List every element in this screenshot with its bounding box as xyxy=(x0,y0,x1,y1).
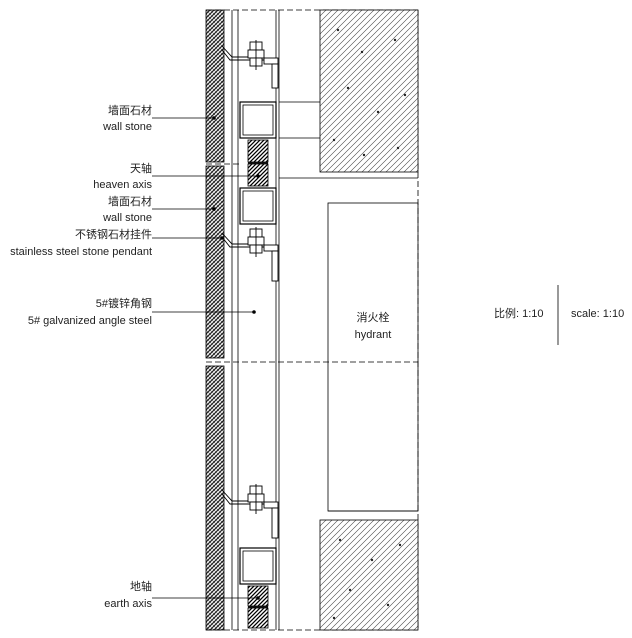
pendant-assembly-3 xyxy=(221,484,279,539)
label-angle-steel-en-wrap: 5# galvanized angle steel xyxy=(2,314,152,328)
concrete-wall-bottom xyxy=(319,519,419,631)
square-steel-tubes xyxy=(239,101,277,585)
label-earth-axis-cn-wrap: 地轴 xyxy=(40,580,152,594)
label-pendant-cn: 不锈钢石材挂件 xyxy=(75,229,152,241)
scale-cn: 比例: 1:10 xyxy=(494,308,544,320)
label-wall-stone-2-en-wrap: wall stone xyxy=(40,211,152,225)
label-wall-stone-2-cn-wrap: 墙面石材 xyxy=(40,195,152,209)
label-hydrant-cn: 消火栓 xyxy=(356,312,390,324)
wall-stone-panels xyxy=(205,9,225,631)
label-heaven-axis-cn: 天轴 xyxy=(130,163,152,175)
label-angle-steel-cn: 5#镀锌角钢 xyxy=(95,298,152,310)
pendant-assembly-2 xyxy=(221,227,279,282)
leader-dots xyxy=(212,116,260,600)
label-hydrant-en: hydrant xyxy=(354,329,392,341)
label-hydrant-cn-wrap: 消火栓 xyxy=(328,311,418,325)
label-heaven-axis-en: heaven axis xyxy=(93,179,152,191)
label-angle-steel-cn-wrap: 5#镀锌角钢 xyxy=(2,297,152,311)
label-heaven-axis-en-wrap: heaven axis xyxy=(40,178,152,192)
label-pendant-cn-wrap: 不锈钢石材挂件 xyxy=(2,228,152,242)
scale-en: scale: 1:10 xyxy=(571,308,625,320)
hydrant-box xyxy=(279,101,419,512)
label-heaven-axis-cn-wrap: 天轴 xyxy=(40,162,152,176)
label-earth-axis-cn: 地轴 xyxy=(130,581,152,593)
label-wall-stone-1-en-wrap: wall stone xyxy=(40,120,152,134)
label-earth-axis-en: earth axis xyxy=(104,598,152,610)
label-angle-steel-en: 5# galvanized angle steel xyxy=(27,315,152,327)
leader-lines xyxy=(152,117,258,599)
label-pendant-en: stainless steel stone pendant xyxy=(10,246,152,258)
label-wall-stone-2-cn: 墙面石材 xyxy=(108,196,152,208)
pendant-assembly-1 xyxy=(221,40,279,89)
label-wall-stone-1-en: wall stone xyxy=(103,121,152,133)
label-earth-axis-en-wrap: earth axis xyxy=(40,597,152,611)
label-pendant-en-wrap: stainless steel stone pendant xyxy=(2,245,152,259)
label-hydrant-en-wrap: hydrant xyxy=(328,328,418,342)
concrete-wall-top xyxy=(319,9,419,173)
label-wall-stone-2-en: wall stone xyxy=(103,212,152,224)
label-wall-stone-1: 墙面石材 xyxy=(40,104,152,118)
label-wall-stone-1-cn: 墙面石材 xyxy=(108,105,152,117)
